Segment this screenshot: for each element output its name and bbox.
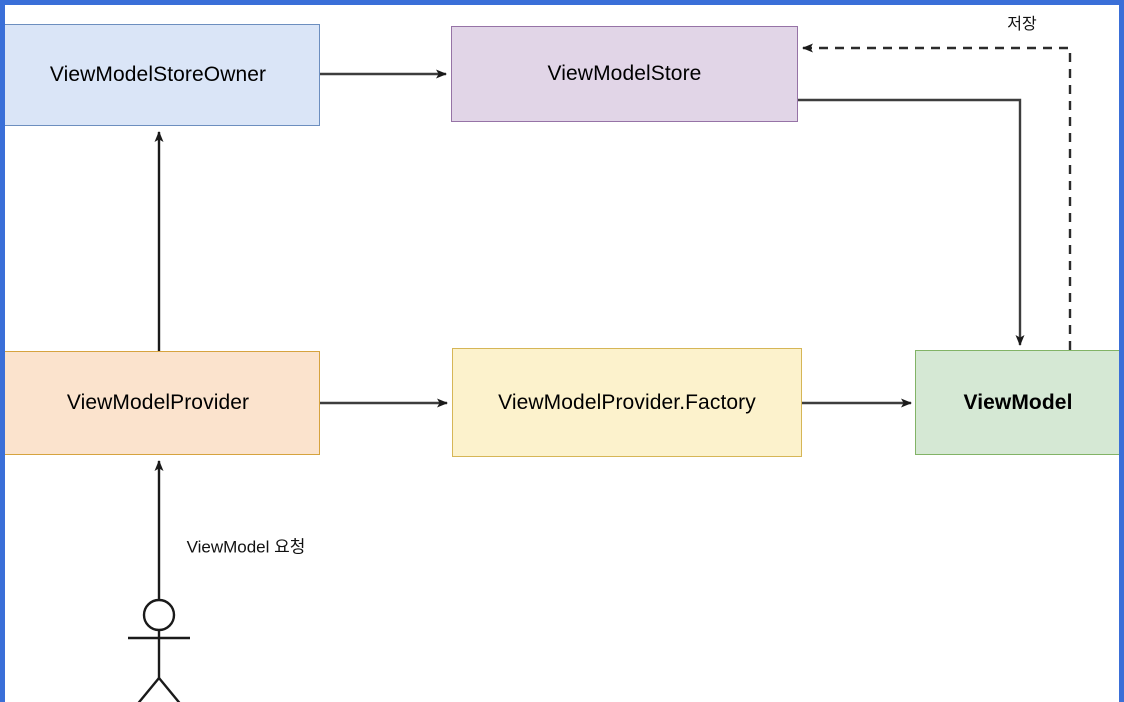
node-viewmodelprovider-label: ViewModelProvider: [66, 391, 250, 415]
node-viewmodelstoreowner[interactable]: ViewModelStoreOwner: [0, 24, 320, 126]
node-viewmodelproviderfactory-label: ViewModelProvider.Factory: [498, 390, 756, 414]
edge-label-viewmodel-request-text: ViewModel 요청: [186, 537, 306, 557]
node-viewmodelstoreowner-label: ViewModelStoreOwner: [49, 63, 267, 87]
user-actor: [128, 598, 190, 702]
edge-label-save: 저장: [1007, 10, 1036, 34]
node-viewmodel[interactable]: ViewModel: [915, 350, 1124, 455]
node-viewmodelstore-label: ViewModelStore: [547, 62, 702, 86]
edge-viewmodel-to-store-save: [802, 43, 1072, 350]
node-viewmodelstore[interactable]: ViewModelStore: [451, 26, 798, 122]
edge-label-viewmodel-request: ViewModel 요청: [187, 533, 306, 558]
edge-store-to-viewmodel: [798, 98, 1025, 346]
node-viewmodelproviderfactory[interactable]: ViewModelProvider.Factory: [452, 348, 802, 457]
edge-label-save-text: 저장: [1007, 16, 1037, 33]
node-viewmodelprovider[interactable]: ViewModelProvider: [0, 351, 320, 455]
node-viewmodel-label: ViewModel: [963, 390, 1073, 414]
